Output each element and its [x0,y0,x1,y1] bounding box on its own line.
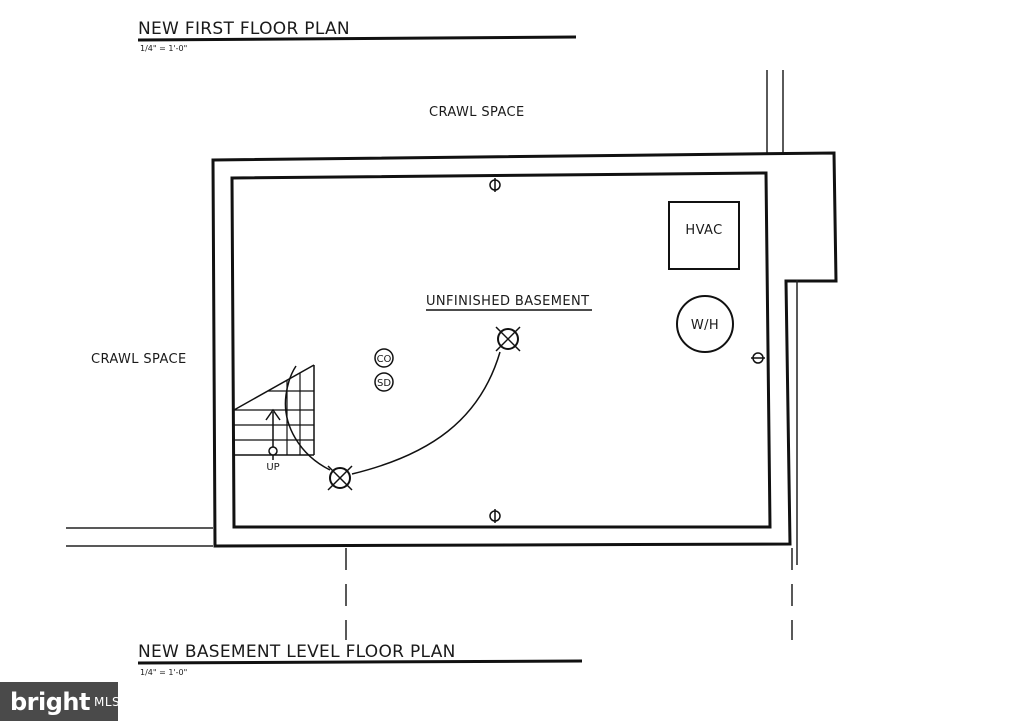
inner-wall [230,171,772,529]
hvac-unit [668,201,740,270]
bottom-title: NEW BASEMENT LEVEL FLOOR PLAN [138,642,456,662]
top-title-underline [137,35,577,42]
smoke-detector-icon [374,372,394,392]
ceiling-light-icon [327,465,353,491]
staircase [233,364,315,456]
outlet-icon [489,509,501,523]
outer-wall [211,151,838,548]
crawl-space-top-label: CRAWL SPACE [429,105,525,120]
hvac-label: HVAC [685,223,722,238]
outlet-icon [489,178,501,192]
wiring-arc [351,351,501,475]
smoke-detector-label: SD [377,378,391,389]
top-title: NEW FIRST FLOOR PLAN [138,19,350,39]
water-heater [676,295,734,353]
bottom-scale: 1/4" = 1'-0" [140,668,187,677]
up-arrow-icon [265,408,281,460]
top-scale: 1/4" = 1'-0" [140,44,187,53]
co-detector-icon [374,348,394,368]
bright-mls-watermark: bright MLS [0,682,121,721]
co-detector-label: CO [377,354,392,365]
outlet-icon [751,352,765,364]
stair-up-label: UP [266,462,279,473]
water-heater-label: W/H [691,318,719,333]
crawl-space-left-label: CRAWL SPACE [91,352,187,367]
bottom-title-underline [137,659,583,665]
watermark-brand: bright [10,687,90,716]
ceiling-light-icon [495,326,521,352]
watermark-suffix: MLS [93,694,121,709]
room-name: UNFINISHED BASEMENT [426,294,589,309]
